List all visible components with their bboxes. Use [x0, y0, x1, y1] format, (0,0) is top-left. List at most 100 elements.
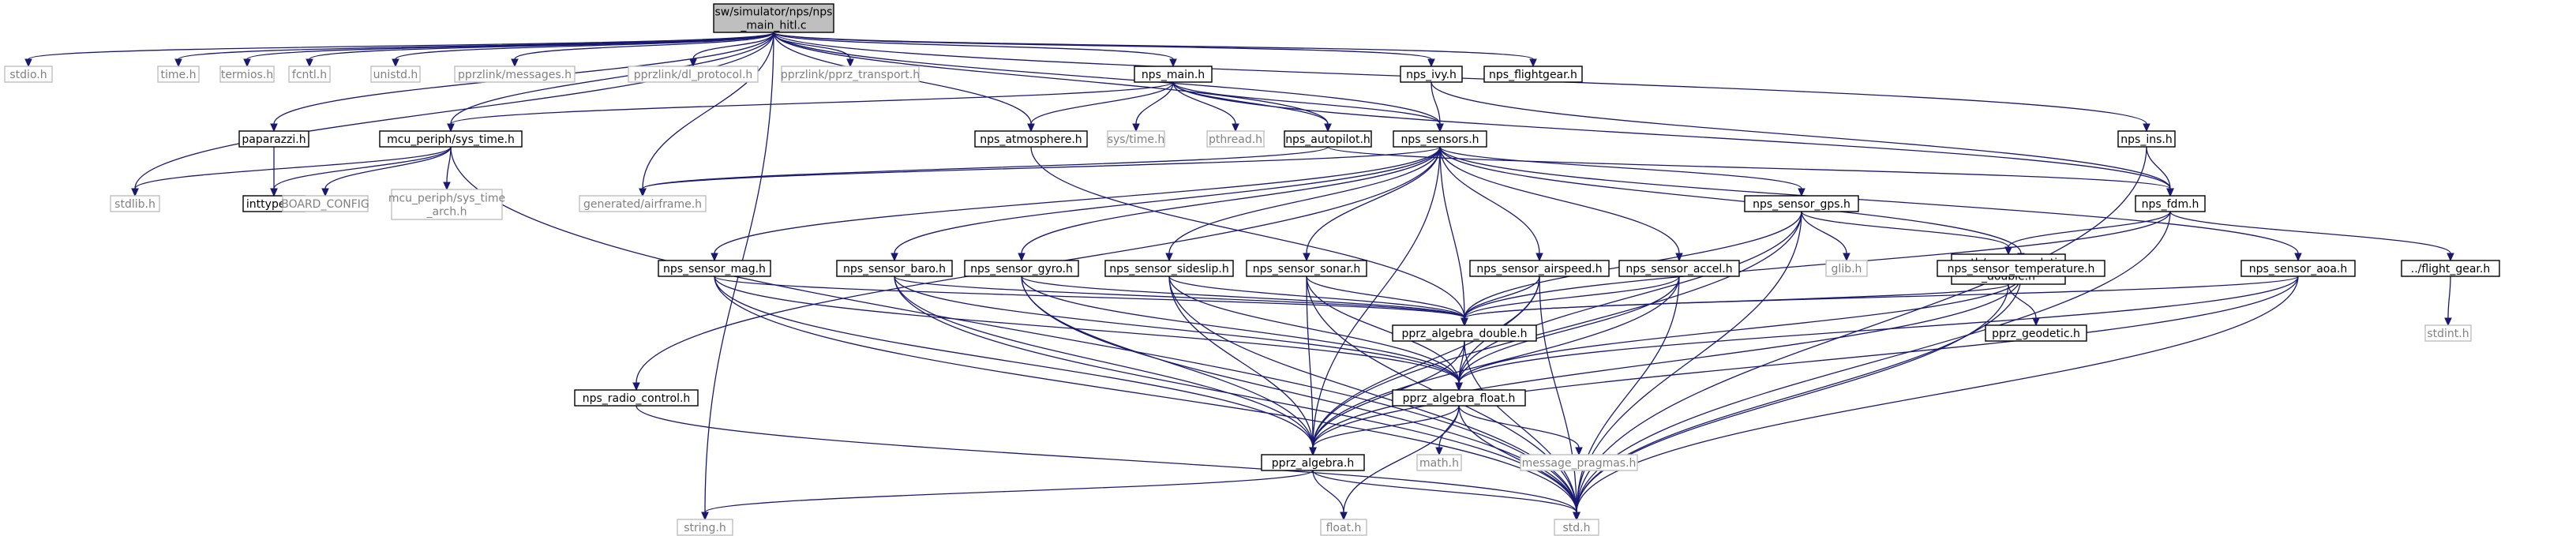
node-label: std.h: [1563, 522, 1591, 534]
node-pprz-messages: pprzlink/messages.h: [454, 66, 576, 83]
node-label: nps_sensor_temperature.h: [1948, 263, 2095, 275]
node-paparazzi[interactable]: paparazzi.h: [238, 130, 309, 148]
edge-nps_main-to-pthread: [1172, 81, 1239, 133]
node-nps-radio-control[interactable]: nps_radio_control.h: [574, 389, 699, 407]
node-pprz-geodetic[interactable]: pprz_geodetic.h: [1985, 324, 2087, 342]
node-label: nps_ivy.h: [1406, 69, 1457, 81]
node-math-h: math.h: [1416, 454, 1462, 471]
edge-pprz_algebra_float-to-message_pragmas: [1458, 405, 1583, 456]
node-unistd: unistd.h: [370, 66, 421, 83]
node-label: _arch.h: [426, 206, 467, 219]
edge-nps_sensors-to-nps_sensor_baro: [891, 146, 1441, 262]
node-nps-flightgear[interactable]: nps_flightgear.h: [1483, 66, 1583, 83]
node-float-h: float.h: [1320, 519, 1367, 536]
node-label: nps_ins.h: [2120, 133, 2172, 146]
node-nps-sensor-temperature[interactable]: nps_sensor_temperature.h: [1937, 260, 2105, 277]
edge-root-to-pprz_messages: [511, 32, 774, 68]
node-nps-sensor-aoa[interactable]: nps_sensor_aoa.h: [2240, 260, 2356, 277]
node-nps-autopilot[interactable]: nps_autopilot.h: [1284, 130, 1372, 148]
node-flight-gear[interactable]: ../flight_gear.h: [2401, 260, 2500, 277]
edge-nps_sensor_accel-to-pprz_algebra_double: [1460, 275, 1680, 327]
edge-nps_fdm-to-flight_gear: [2169, 211, 2454, 262]
node-message-pragmas: message_pragmas.h: [1520, 454, 1638, 471]
node-sys-time[interactable]: mcu_periph/sys_time.h: [379, 130, 523, 148]
node-label: nps_sensor_accel.h: [1625, 263, 1732, 275]
edge-nps_sensors-to-nps_sensor_gps: [1439, 146, 1805, 197]
node-label: stdint.h: [2427, 328, 2469, 340]
node-fcntl: fcntl.h: [288, 66, 331, 83]
edge-root-to-stdio: [24, 32, 774, 68]
node-nps-fdm[interactable]: nps_fdm.h: [2135, 195, 2206, 212]
node-stdlib: stdlib.h: [110, 195, 160, 212]
node-label: stdio.h: [9, 69, 47, 81]
edge-sys_time-to-stdlib: [131, 146, 452, 197]
node-label: mcu_periph/sys_time.h: [387, 133, 515, 146]
node-label: nps_flightgear.h: [1489, 69, 1577, 81]
edge-nps_autopilot-to-airframe: [639, 146, 1329, 197]
node-label: string.h: [684, 522, 726, 534]
node-label: nps_main.h: [1142, 69, 1205, 81]
node-nps-main[interactable]: nps_main.h: [1134, 66, 1213, 83]
node-label: pprzlink/dl_protocol.h: [634, 69, 753, 81]
node-label: generated/airframe.h: [583, 198, 702, 211]
node-label: fcntl.h: [292, 69, 327, 81]
node-root[interactable]: sw/simulator/nps/nps_main_hitl.c: [713, 3, 834, 33]
node-glib: glib.h: [1825, 260, 1868, 277]
edge-nps_main-to-nps_atmosphere: [1027, 81, 1174, 133]
edge-nps_sensor_gps-to-pprz_geodetic_double: [1801, 211, 2012, 256]
edge-nps_sensors-to-nps_sensor_temperature: [1439, 146, 2025, 262]
node-stdint: stdint.h: [2424, 324, 2472, 342]
edge-root-to-stdlib: [131, 32, 774, 197]
node-label: nps_radio_control.h: [583, 392, 691, 405]
node-nps-sensor-sonar[interactable]: nps_sensor_sonar.h: [1246, 260, 1367, 277]
node-label: sys/time.h: [1108, 133, 1165, 146]
edge-pprz_geodetic_double-to-pprz_algebra_double: [1460, 283, 2009, 327]
node-board-config: BOARD_CONFIG: [281, 195, 369, 212]
node-nps-sensor-mag[interactable]: nps_sensor_mag.h: [658, 260, 771, 277]
node-label: BOARD_CONFIG: [281, 198, 369, 211]
node-nps-sensor-airspeed[interactable]: nps_sensor_airspeed.h: [1469, 260, 1610, 277]
node-label: nps_autopilot.h: [1285, 133, 1370, 146]
node-label: pprzlink/messages.h: [458, 69, 572, 81]
edge-nps_sensors-to-nps_sensor_aoa: [1439, 146, 2302, 262]
node-pthread: pthread.h: [1206, 130, 1265, 148]
node-pprz-algebra-double[interactable]: pprz_algebra_double.h: [1392, 324, 1537, 342]
node-nps-sensor-gyro[interactable]: nps_sensor_gyro.h: [964, 260, 1079, 277]
node-nps-ivy[interactable]: nps_ivy.h: [1400, 66, 1463, 83]
edge-nps_fdm-to-pprz_geodetic_double: [2004, 211, 2171, 256]
node-nps-sensor-baro[interactable]: nps_sensor_baro.h: [836, 260, 953, 277]
edge-nps_sensor_baro-to-pprz_algebra_double: [894, 275, 1468, 327]
node-nps-ins[interactable]: nps_ins.h: [2117, 130, 2176, 148]
node-nps-sensor-accel[interactable]: nps_sensor_accel.h: [1618, 260, 1740, 277]
node-label: unistd.h: [373, 69, 418, 81]
node-label: nps_sensor_gps.h: [1753, 198, 1850, 211]
edge-nps_sensor_gps-to-glib: [1801, 211, 1850, 262]
node-label: ../flight_gear.h: [2411, 263, 2490, 275]
edge-nps_sensor_gyro-to-pprz_algebra_double: [1021, 275, 1468, 327]
edge-root-to-dl_protocol: [689, 32, 774, 68]
node-label: nps_sensor_mag.h: [663, 263, 766, 275]
edge-sys_time-to-board_config: [321, 146, 452, 197]
edge-nps_sensors-to-airframe: [639, 146, 1441, 197]
node-pprz-transport: pprzlink/pprz_transport.h: [781, 66, 920, 83]
node-string-h: string.h: [677, 519, 733, 536]
edge-nps_sensors-to-pprz_algebra: [1309, 146, 1441, 456]
node-label: nps_sensor_sideslip.h: [1109, 263, 1228, 275]
nodes-layer: sw/simulator/nps/nps_main_hitl.c stdio.h t…: [4, 3, 2500, 536]
node-sys-time-arch: mcu_periph/sys_time_arch.h: [388, 189, 505, 220]
node-systime-h: sys/time.h: [1107, 130, 1165, 148]
node-pprz-algebra[interactable]: pprz_algebra.h: [1261, 454, 1365, 471]
node-label: paparazzi.h: [242, 133, 306, 146]
node-nps-atmosphere[interactable]: nps_atmosphere.h: [974, 130, 1088, 148]
node-nps-sensor-gps[interactable]: nps_sensor_gps.h: [1744, 195, 1859, 212]
node-nps-sensors[interactable]: nps_sensors.h: [1393, 130, 1487, 148]
edge-pprz_algebra-to-string_h: [701, 470, 1314, 521]
node-label: math.h: [1419, 457, 1459, 470]
edge-pprz_algebra-to-std_h: [1312, 470, 1580, 521]
edge-nps_sensors-to-nps_sensor_gyro: [1018, 146, 1441, 262]
node-pprz-algebra-float[interactable]: pprz_algebra_float.h: [1392, 389, 1526, 407]
node-label: pprz_geodetic.h: [1992, 328, 2080, 340]
edge-pprz_algebra-to-float_h: [1312, 470, 1348, 521]
node-label: time.h: [161, 69, 197, 81]
node-nps-sensor-sideslip[interactable]: nps_sensor_sideslip.h: [1104, 260, 1234, 277]
